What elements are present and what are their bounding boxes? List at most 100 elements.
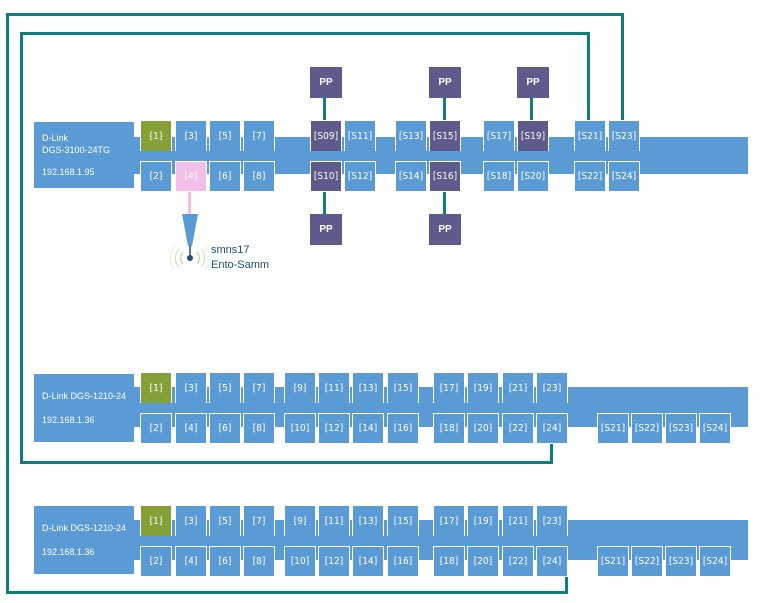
port[interactable]: [S18] — [483, 161, 515, 192]
port[interactable]: [S13] — [395, 120, 427, 151]
switch-ip: 192.168.1.36 — [42, 547, 95, 557]
port[interactable]: [8] — [243, 546, 275, 577]
patch-panel: PP — [517, 67, 549, 98]
port[interactable]: [S23] — [608, 120, 640, 151]
cable-s21-to-switch2 — [20, 32, 590, 35]
port[interactable]: [16] — [387, 546, 419, 577]
port[interactable]: [21] — [502, 372, 534, 403]
port[interactable]: [15] — [387, 505, 419, 536]
port[interactable]: [18] — [433, 546, 465, 577]
patch-cable — [323, 98, 326, 120]
access-point-location: Ento-Samm — [211, 259, 270, 271]
port[interactable]: [2] — [140, 546, 172, 577]
patch-cable — [530, 98, 533, 120]
cable-s21-to-switch2 — [20, 461, 553, 464]
port[interactable]: [12] — [318, 546, 350, 577]
port[interactable]: [S11] — [344, 120, 376, 151]
port[interactable]: [23] — [536, 505, 568, 536]
port[interactable]: [S10] — [310, 161, 342, 192]
port[interactable]: [6] — [209, 546, 241, 577]
port[interactable]: [10] — [284, 546, 316, 577]
port[interactable]: [17] — [433, 505, 465, 536]
port[interactable]: [4] — [175, 546, 207, 577]
port[interactable]: [S22] — [631, 413, 663, 444]
port[interactable]: [S24] — [699, 413, 731, 444]
port[interactable]: [22] — [502, 546, 534, 577]
port[interactable]: [S21] — [597, 413, 629, 444]
switch-ip: 192.168.1.36 — [42, 415, 95, 425]
port[interactable]: [13] — [352, 372, 384, 403]
port[interactable]: [1] — [140, 505, 172, 536]
port[interactable]: [2] — [140, 413, 172, 444]
port[interactable]: [1] — [140, 120, 172, 151]
port[interactable]: [13] — [352, 505, 384, 536]
cable-s23-to-switch3 — [621, 13, 624, 129]
port[interactable]: [S21] — [574, 120, 606, 151]
port[interactable]: [22] — [502, 413, 534, 444]
cable-s23-to-switch3 — [565, 575, 568, 594]
port[interactable]: [11] — [318, 372, 350, 403]
port[interactable]: [S17] — [483, 120, 515, 151]
cable-s21-to-switch2 — [550, 442, 553, 464]
port[interactable]: [2] — [140, 161, 172, 192]
cable-s23-to-switch3 — [6, 13, 9, 593]
port[interactable]: [1] — [140, 372, 172, 403]
port[interactable]: [11] — [318, 505, 350, 536]
port[interactable]: [4] — [175, 161, 207, 192]
port[interactable]: [S12] — [344, 161, 376, 192]
port[interactable]: [7] — [243, 372, 275, 403]
port[interactable]: [9] — [284, 505, 316, 536]
port[interactable]: [S22] — [574, 161, 606, 192]
port[interactable]: [S19] — [517, 120, 549, 151]
port[interactable]: [S21] — [597, 546, 629, 577]
port[interactable]: [7] — [243, 120, 275, 151]
port[interactable]: [17] — [433, 372, 465, 403]
port[interactable]: [19] — [467, 372, 499, 403]
port[interactable]: [18] — [433, 413, 465, 444]
port[interactable]: [8] — [243, 413, 275, 444]
patch-panel: PP — [429, 67, 461, 98]
port[interactable]: [9] — [284, 372, 316, 403]
switch-label: D-Link DGS-1210-24 192.168.1.36 — [34, 374, 134, 442]
port[interactable]: [20] — [467, 546, 499, 577]
port[interactable]: [3] — [175, 505, 207, 536]
port[interactable]: [3] — [175, 372, 207, 403]
port[interactable]: [7] — [243, 505, 275, 536]
port[interactable]: [S24] — [608, 161, 640, 192]
port[interactable]: [24] — [536, 546, 568, 577]
patch-cable — [443, 192, 446, 215]
port[interactable]: [S20] — [517, 161, 549, 192]
port[interactable]: [4] — [175, 413, 207, 444]
port[interactable]: [5] — [209, 120, 241, 151]
port[interactable]: [6] — [209, 161, 241, 192]
port[interactable]: [S15] — [429, 120, 461, 151]
port[interactable]: [S09] — [310, 120, 342, 151]
port[interactable]: [15] — [387, 372, 419, 403]
port[interactable]: [19] — [467, 505, 499, 536]
port[interactable]: [S16] — [429, 161, 461, 192]
port[interactable]: [S23] — [665, 546, 697, 577]
patch-panel: PP — [310, 67, 342, 98]
wireless-access-point-icon — [169, 214, 211, 271]
port[interactable]: [20] — [467, 413, 499, 444]
port[interactable]: [6] — [209, 413, 241, 444]
port[interactable]: [10] — [284, 413, 316, 444]
switch-name: D-Link DGS-1210-24 — [42, 523, 127, 533]
port[interactable]: [12] — [318, 413, 350, 444]
port[interactable]: [16] — [387, 413, 419, 444]
port[interactable]: [S14] — [395, 161, 427, 192]
port[interactable]: [21] — [502, 505, 534, 536]
port[interactable]: [3] — [175, 120, 207, 151]
port[interactable]: [S23] — [665, 413, 697, 444]
port[interactable]: [5] — [209, 372, 241, 403]
port[interactable]: [S22] — [631, 546, 663, 577]
switch-name: D-Link — [42, 133, 69, 143]
port[interactable]: [24] — [536, 413, 568, 444]
port[interactable]: [23] — [536, 372, 568, 403]
port[interactable]: [8] — [243, 161, 275, 192]
access-point-name: smns17 — [211, 244, 250, 256]
port[interactable]: [S24] — [699, 546, 731, 577]
port[interactable]: [14] — [352, 546, 384, 577]
port[interactable]: [14] — [352, 413, 384, 444]
port[interactable]: [5] — [209, 505, 241, 536]
